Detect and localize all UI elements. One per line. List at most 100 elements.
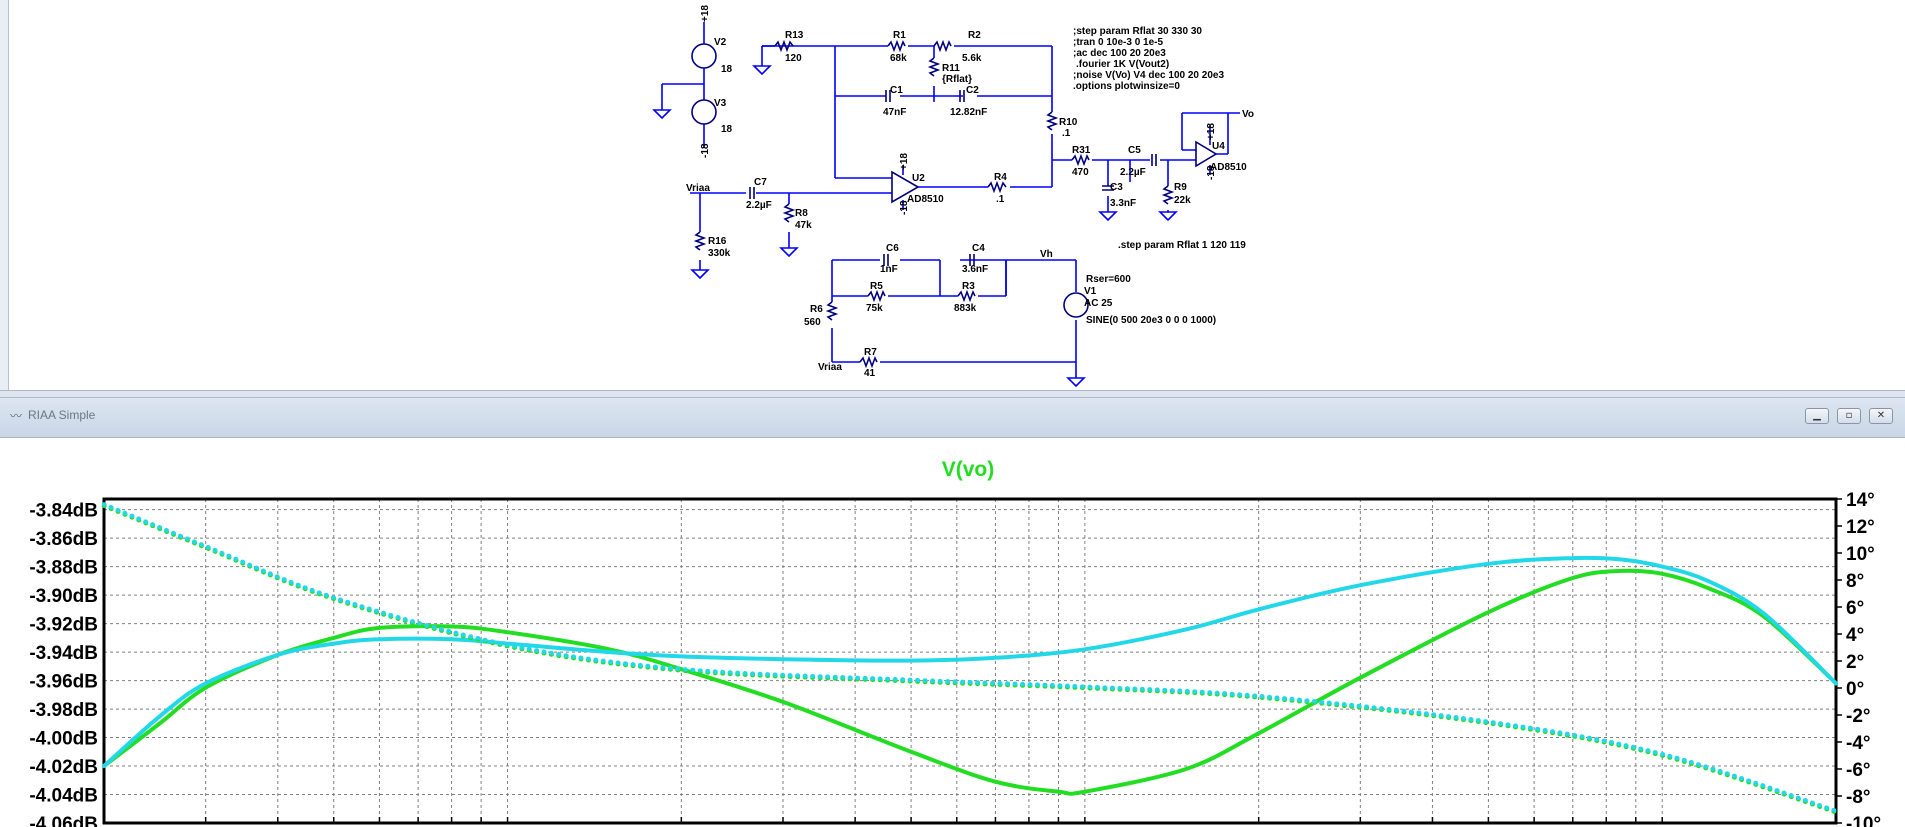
label-r8-value: 47k (795, 220, 812, 231)
label-c5-value: 2.2µF (1120, 167, 1146, 178)
label-v2-value: 18 (721, 64, 733, 75)
trace-1 (102, 555, 1838, 768)
label-c5: C5 (1128, 145, 1141, 156)
pane-divider[interactable] (0, 390, 1905, 398)
label-c6-value: 1nF (880, 264, 898, 275)
y-left-tick-label: -3.84dB (29, 501, 98, 522)
label-c6: C6 (886, 243, 899, 254)
label-vriaa-2: Vriaa (818, 362, 842, 373)
label-c2: C2 (966, 85, 979, 96)
waveform-titlebar[interactable]: 〰 RIAA Simple ▁ ▫ ✕ (0, 398, 1905, 438)
y-left-tick-label: -3.88dB (29, 558, 98, 579)
y-left-tick-label: -3.94dB (29, 643, 98, 664)
y-right-tick-label: 6° (1846, 598, 1864, 619)
directive-tran: ;tran 0 10e-3 0 1e-5 (1073, 37, 1163, 48)
waveform-window-icon: 〰 (9, 409, 22, 423)
label-c2-value: 12.82nF (950, 107, 987, 118)
label-r6-value: 560 (804, 317, 821, 328)
plot-grid (103, 499, 1836, 824)
label-r9: R9 (1174, 182, 1187, 193)
label-r13-value: 120 (785, 53, 802, 64)
label-r31-value: 470 (1072, 167, 1089, 178)
label-v3: V3 (714, 98, 727, 109)
label-r6: R6 (810, 304, 823, 315)
y-right-tick-label: -6° (1846, 760, 1871, 781)
label-u2-model: AD8510 (907, 194, 944, 205)
label-r11-value: {Rflat} (942, 74, 972, 85)
label-c4-value: 3.6nF (962, 264, 988, 275)
schematic-wires (652, 22, 1240, 378)
y-left-tick-label: -3.96dB (29, 672, 98, 693)
label-c4: C4 (972, 243, 985, 254)
y-right-tick-label: -10° (1846, 814, 1881, 827)
label-c3-value: 3.3nF (1110, 198, 1136, 209)
label-r3-value: 883k (954, 303, 977, 314)
y-right-tick-label: 10° (1846, 544, 1875, 565)
label-r10: R10 (1059, 117, 1078, 128)
label-u4: U4 (1212, 141, 1225, 152)
label-r5: R5 (870, 281, 883, 292)
label-r7-value: 41 (864, 368, 876, 379)
y-right-tick-label: -2° (1846, 706, 1871, 727)
directive-step: ;step param Rflat 30 330 30 (1073, 26, 1202, 37)
y-right-tick-label: 12° (1846, 517, 1875, 538)
label-rser: Rser=600 (1086, 274, 1131, 285)
label-r2-value: 5.6k (962, 53, 982, 64)
label-r9-value: 22k (1174, 195, 1191, 206)
label-v3-value: 18 (721, 124, 733, 135)
ground-symbols (690, 65, 1178, 388)
y-left-tick-label: -3.98dB (29, 700, 98, 721)
label-v2-plus18: +18 (700, 5, 711, 22)
waveform-window[interactable]: 〰 RIAA Simple ▁ ▫ ✕ V(vo) -3.84dB-3.86dB… (0, 398, 1905, 827)
label-r2: R2 (968, 30, 981, 41)
label-r11: R11 (942, 63, 960, 74)
y-right-tick-label: 2° (1846, 652, 1864, 673)
label-r3: R3 (962, 281, 975, 292)
label-r4: R4 (994, 172, 1007, 183)
y-left-tick-label: -4.02dB (29, 757, 98, 778)
label-r31: R31 (1072, 145, 1091, 156)
y-axis-right: 14°12°10°8°6°4°2°0°-2°-4°-6°-8°-10° (1836, 490, 1881, 827)
y-axis-left: -3.84dB-3.86dB-3.88dB-3.90dB-3.92dB-3.94… (29, 501, 98, 827)
y-right-tick-label: -4° (1846, 733, 1871, 754)
waveform-plot[interactable]: V(vo) -3.84dB-3.86dB-3.88dB-3.90dB-3.92d… (0, 438, 1905, 827)
close-button[interactable]: ✕ (1869, 408, 1893, 424)
directive-ac: ;ac dec 100 20 20e3 (1073, 48, 1166, 59)
label-r1-value: 68k (890, 53, 907, 64)
label-c3: C3 (1110, 182, 1123, 193)
label-c7-value: 2.2µF (746, 200, 772, 211)
y-right-tick-label: 4° (1846, 625, 1864, 646)
trace-0 (102, 568, 1838, 796)
directive-fourier: .fourier 1K V(Vout2) (1076, 59, 1169, 70)
y-right-tick-label: 14° (1846, 490, 1875, 511)
label-r1: R1 (893, 30, 906, 41)
plot-traces (101, 502, 1839, 815)
trace-title[interactable]: V(vo) (942, 458, 995, 481)
minimize-button[interactable]: ▁ (1805, 408, 1829, 424)
schematic-canvas[interactable]: R13 120 R1 68k R2 5.6k R11 {Rflat} C1 47… (0, 0, 1905, 390)
y-left-tick-label: -3.92dB (29, 615, 98, 636)
label-r16: R16 (708, 236, 727, 247)
label-r5-value: 75k (866, 303, 883, 314)
waveform-window-title: RIAA Simple (28, 408, 96, 422)
label-r10-value: .1 (1062, 128, 1071, 139)
schematic-editor[interactable]: R13 120 R1 68k R2 5.6k R11 {Rflat} C1 47… (0, 0, 1905, 390)
label-vh: Vh (1040, 249, 1053, 260)
spice-directives[interactable]: ;step param Rflat 30 330 30 ;tran 0 10e-… (1073, 26, 1246, 251)
label-c7: C7 (754, 177, 767, 188)
label-r7: R7 (864, 347, 877, 358)
label-c1: C1 (890, 85, 903, 96)
label-r16-value: 330k (708, 248, 731, 259)
y-right-tick-label: 0° (1846, 679, 1864, 700)
maximize-button[interactable]: ▫ (1837, 408, 1861, 424)
label-v1: V1 (1084, 286, 1097, 297)
label-u2: U2 (912, 173, 925, 184)
label-v3-minus18: -18 (700, 143, 711, 158)
y-right-tick-label: -8° (1846, 787, 1871, 808)
y-left-tick-label: -3.90dB (29, 586, 98, 607)
label-u2-minus18: -18 (899, 200, 910, 215)
label-sine: SINE(0 500 20e3 0 0 0 1000) (1086, 315, 1216, 326)
label-v1-value: AC 25 (1084, 298, 1113, 309)
label-u2-plus18: +18 (899, 153, 910, 170)
label-r8: R8 (795, 208, 808, 219)
